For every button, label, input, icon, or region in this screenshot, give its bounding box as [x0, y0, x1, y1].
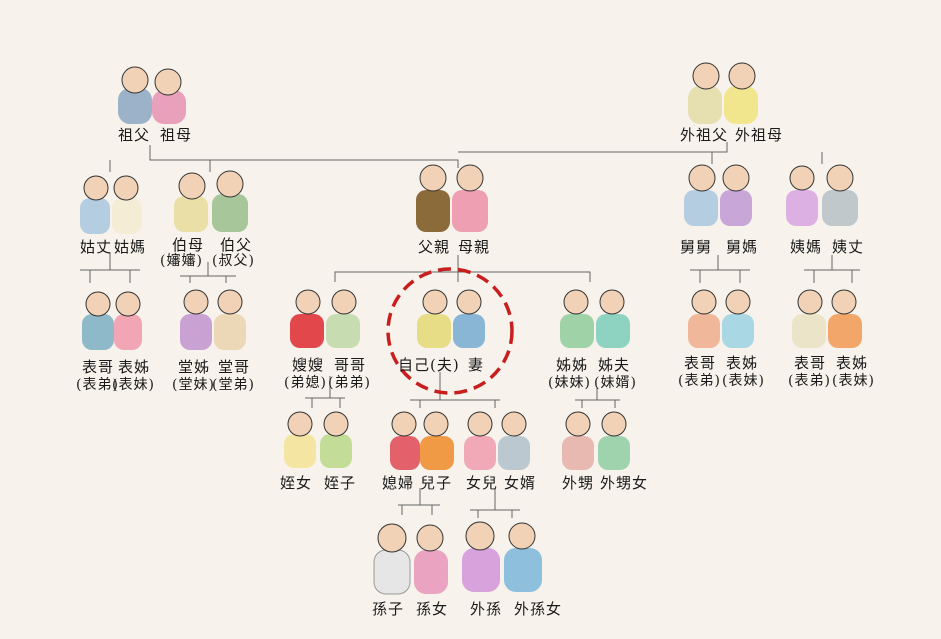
label-wife: 妻 [468, 356, 485, 374]
label-cousin-c-female-alt: (表妹) [722, 373, 765, 389]
label-cousin-b-female: 堂姊 [178, 358, 211, 376]
self-highlight-circle [386, 267, 514, 395]
label-cousin-a-male: 表哥 [82, 358, 115, 376]
label-sister-daughter: 外甥女 [600, 474, 649, 492]
label-cousin-c-male: 表哥 [684, 354, 717, 372]
label-cousin-d-female-alt: (表妹) [832, 373, 875, 389]
label-cousin-b-male: 堂哥 [218, 358, 251, 376]
label-cousin-b-male-alt: (堂弟) [212, 377, 255, 393]
label-maternal-uncle: 舅舅 [680, 238, 713, 256]
maternal-grandparents-figure [688, 62, 758, 124]
cousin-couple-d-figure [792, 289, 862, 348]
label-cousin-a-female-alt: (表妹) [112, 377, 155, 393]
grandparents-figure [118, 66, 186, 124]
brother-couple-figure [290, 289, 360, 348]
label-sister-in-law-alt: (弟媳) [284, 375, 327, 391]
parents-figure [416, 164, 488, 232]
cousin-couple-b-figure [180, 289, 246, 350]
label-paternal-aunt: 姑媽 [114, 238, 147, 256]
label-grandmother: 祖母 [160, 126, 193, 144]
label-sister-son: 外甥 [562, 474, 595, 492]
label-grandfather: 祖父 [118, 126, 151, 144]
label-cousin-a-female: 表姊 [118, 358, 151, 376]
label-cousin-d-male-alt: (表弟) [788, 373, 831, 389]
label-daughter-grandson: 外孫 [470, 600, 503, 618]
label-grandson: 孫子 [372, 600, 405, 618]
grandchildren-daughter-figure [462, 521, 542, 592]
label-brother: 哥哥 [334, 356, 367, 374]
label-self: 自己(夫) [398, 356, 460, 374]
label-son-in-law: 女婿 [504, 474, 537, 492]
label-uncle-wife: 伯母 [172, 236, 205, 254]
label-cousin-d-male: 表哥 [794, 354, 827, 372]
label-cousin-c-female: 表姊 [726, 354, 759, 372]
label-niece: 姪女 [280, 474, 313, 492]
label-maternal-aunt-husband: 姨丈 [832, 238, 865, 256]
label-daughter-granddaughter: 外孫女 [514, 600, 563, 618]
label-cousin-b-female-alt: (堂妹) [172, 377, 215, 393]
label-nephew: 姪子 [324, 474, 357, 492]
grandchildren-son-figure [373, 523, 448, 595]
self-couple-figure [417, 289, 485, 348]
label-maternal-aunt: 姨媽 [790, 238, 823, 256]
cousin-couple-a-figure [82, 291, 142, 350]
paternal-aunt-couple-figure [80, 175, 142, 234]
label-sister-husband-alt: (妹婿) [594, 375, 637, 391]
label-mother: 母親 [458, 238, 491, 256]
label-paternal-aunt-husband: 姑丈 [80, 238, 113, 256]
label-daughter: 女兒 [466, 474, 499, 492]
label-uncle-wife-alt: (嬸嬸) [160, 253, 203, 269]
label-maternal-grandmother: 外祖母 [735, 126, 784, 144]
cousin-couple-c-figure [688, 289, 754, 348]
label-granddaughter: 孫女 [416, 600, 449, 618]
label-sister-in-law: 嫂嫂 [292, 356, 325, 374]
label-sister-alt: (妹妹) [548, 375, 591, 391]
label-sister-husband: 姊夫 [598, 356, 631, 374]
label-cousin-a-male-alt: (表弟) [76, 377, 119, 393]
label-cousin-d-female: 表姊 [836, 354, 869, 372]
niece-nephew-figure [284, 411, 352, 468]
label-sister: 姊姊 [556, 356, 589, 374]
maternal-aunt-couple-figure [786, 164, 858, 226]
uncle-couple-figure [174, 170, 248, 232]
label-father: 父親 [418, 238, 451, 256]
sister-children-figure [562, 411, 630, 470]
label-brother-alt: (弟弟) [328, 375, 371, 391]
label-son: 兒子 [420, 474, 453, 492]
label-uncle-alt: (叔父) [212, 253, 255, 269]
label-uncle: 伯父 [220, 236, 253, 254]
daughter-couple-figure [464, 411, 530, 470]
son-couple-figure [390, 411, 454, 470]
sister-couple-figure [560, 289, 630, 348]
label-cousin-c-male-alt: (表弟) [678, 373, 721, 389]
maternal-uncle-couple-figure [684, 164, 752, 226]
label-maternal-uncle-wife: 舅媽 [726, 238, 759, 256]
label-maternal-grandfather: 外祖父 [680, 126, 729, 144]
label-daughter-in-law: 媳婦 [382, 474, 415, 492]
